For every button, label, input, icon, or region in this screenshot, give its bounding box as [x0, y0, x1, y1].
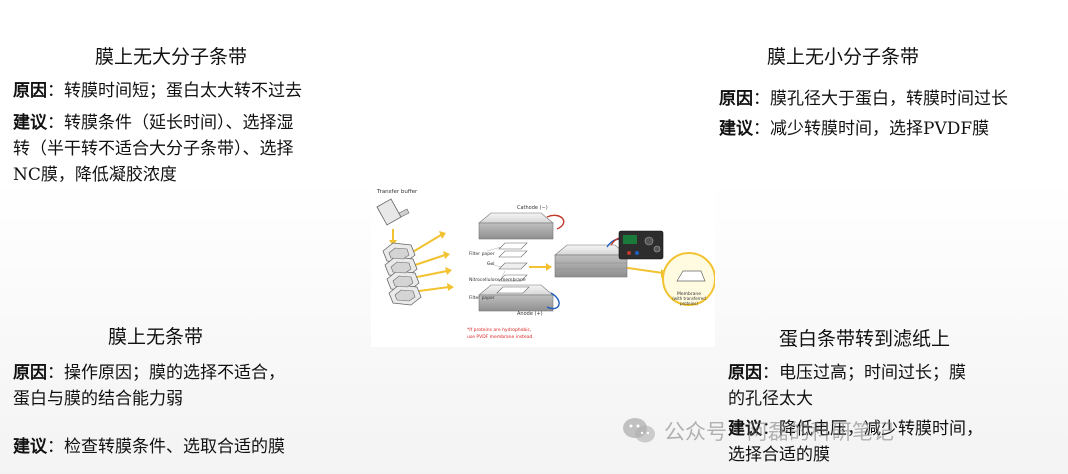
block-no-bands: 原因：操作原因；膜的选择不适合， 蛋白与膜的结合能力弱 建议：检查转膜条件、选取…	[13, 360, 358, 460]
suggest-row: 建议：转膜条件（延长时间）、选择湿	[13, 110, 385, 136]
label-gel: Gel	[487, 261, 495, 267]
wechat-logo-icon	[622, 417, 656, 445]
label-transfer-buffer: Transfer buffer	[376, 189, 418, 195]
suggest-row: 建议：降低电压，减少转膜时间，	[728, 416, 1058, 442]
anode-plate	[478, 284, 554, 312]
layer-stack	[498, 242, 528, 282]
note-line2: use PVDF membrane instead.	[467, 334, 534, 340]
reason-text: ：膜孔径大于蛋白，转膜时间过长	[753, 89, 1008, 109]
layer-leaders	[486, 246, 506, 280]
anode-wire	[546, 292, 560, 310]
label-filter-paper-bottom: Filter paper	[469, 295, 495, 301]
suggest-label: 建议	[719, 119, 753, 139]
suggest-row: 建议：检查转膜条件、选取合适的膜	[13, 434, 358, 460]
title-bands-on-filter-paper: 蛋白条带转到滤纸上	[779, 328, 951, 350]
reason-row: 原因：转膜时间短；蛋白太大转不过去	[13, 78, 385, 104]
transfer-diagram: Transfer buffer	[371, 183, 716, 347]
suggest-text-line2: 选择合适的膜	[728, 445, 830, 465]
block-bands-on-filter-paper: 原因：电压过高；时间过长；膜 的孔径太大 建议：降低电压，减少转膜时间， 选择合…	[728, 360, 1058, 468]
title-no-small-bands: 膜上无小分子条带	[767, 46, 920, 68]
suggest-text-line1: ：转膜条件（延长时间）、选择湿	[47, 113, 294, 133]
suggest-label: 建议	[13, 113, 47, 133]
reason-row: 原因：膜孔径大于蛋白，转膜时间过长	[719, 86, 1064, 112]
reason-label: 原因	[728, 363, 762, 383]
reason-row: 原因：电压过高；时间过长；膜	[728, 360, 1058, 386]
note-line1: *If proteins are hydrophobic,	[467, 327, 531, 333]
buffer-bottle-icon	[376, 198, 410, 226]
label-membrane: Membrane	[677, 291, 701, 297]
reason-label: 原因	[13, 81, 47, 101]
label-membrane-sub2: proteins)	[680, 301, 698, 306]
reason-text-line2: 的孔径太大	[728, 389, 813, 409]
gel-stack-inner	[388, 247, 416, 302]
cathode-wire	[546, 214, 565, 230]
label-membrane-sub1: (with transferred	[672, 296, 706, 301]
assembled-apparatus	[554, 244, 628, 278]
suggest-text-line3: NC膜，降低凝胶浓度	[13, 165, 177, 185]
cathode-plate	[478, 212, 554, 240]
label-nitrocellulose: Nitrocellulose membrane	[469, 277, 526, 283]
block-no-small-bands: 原因：膜孔径大于蛋白，转膜时间过长 建议：减少转膜时间，选择PVDF膜	[719, 86, 1064, 142]
reason-text-line1: ：操作原因；膜的选择不适合，	[47, 363, 285, 383]
power-supply-icon	[618, 230, 664, 260]
suggest-label: 建议	[13, 437, 47, 457]
reason-text: ：转膜时间短；蛋白太大转不过去	[47, 81, 302, 101]
flow-arrows	[392, 229, 664, 292]
suggest-text: ：检查转膜条件、选取合适的膜	[47, 437, 285, 457]
reason-label: 原因	[13, 363, 47, 383]
suggest-text: ：减少转膜时间，选择PVDF膜	[753, 119, 990, 139]
title-no-large-bands: 膜上无大分子条带	[95, 46, 248, 68]
suggest-text-line1: ：降低电压，减少转膜时间，	[762, 419, 983, 439]
title-no-bands: 膜上无条带	[108, 326, 204, 348]
block-no-large-bands: 原因：转膜时间短；蛋白太大转不过去 建议：转膜条件（延长时间）、选择湿 转（半干…	[13, 78, 385, 188]
reason-text-line2: 蛋白与膜的结合能力弱	[13, 389, 183, 409]
reason-text-line1: ：电压过高；时间过长；膜	[762, 363, 966, 383]
reason-label: 原因	[719, 89, 753, 109]
label-anode: Anode (+)	[517, 311, 543, 317]
reason-row: 原因：操作原因；膜的选择不适合，	[13, 360, 358, 386]
suggest-label: 建议	[728, 419, 762, 439]
label-cathode: Cathode (−)	[517, 205, 548, 211]
suggest-row: 建议：减少转膜时间，选择PVDF膜	[719, 116, 1064, 142]
label-filter-paper-top: Filter paper	[469, 251, 495, 257]
suggest-text-line2: 转（半干转不适合大分子条带）、选择	[13, 139, 294, 159]
transfer-diagram-svg: Transfer buffer	[376, 189, 716, 340]
